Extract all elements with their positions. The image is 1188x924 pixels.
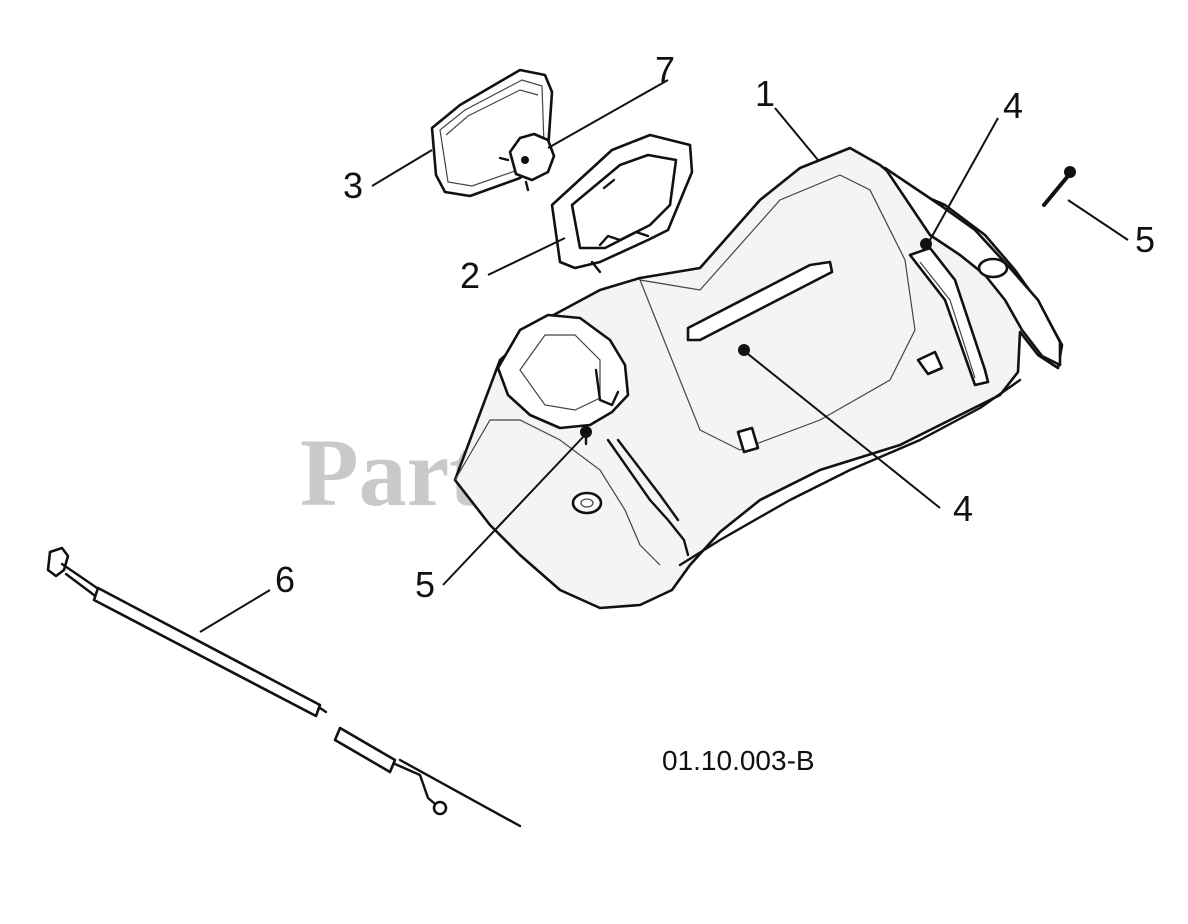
callout-1: 1 bbox=[755, 73, 775, 114]
filter-frame-part[interactable] bbox=[550, 133, 694, 274]
screw-part-left[interactable] bbox=[580, 426, 592, 446]
callout-7: 7 bbox=[655, 49, 675, 90]
main-housing-part[interactable] bbox=[453, 146, 1064, 610]
callout-3: 3 bbox=[343, 165, 363, 206]
screw-part-center[interactable] bbox=[738, 344, 750, 356]
knob-part[interactable] bbox=[498, 132, 556, 192]
callout-2: 2 bbox=[460, 255, 480, 296]
drawing-code: 01.10.003-B bbox=[662, 745, 815, 776]
throttle-cable-part[interactable] bbox=[46, 546, 522, 828]
callout-4-top: 4 bbox=[1003, 85, 1023, 126]
callout-5-right: 5 bbox=[1135, 219, 1155, 260]
screw-part-top[interactable] bbox=[920, 238, 932, 250]
leader-lines bbox=[199, 79, 1129, 633]
callout-4-center: 4 bbox=[953, 488, 973, 529]
callout-5-left: 5 bbox=[415, 564, 435, 605]
screw-part-right[interactable] bbox=[1042, 166, 1076, 207]
callout-6: 6 bbox=[275, 559, 295, 600]
